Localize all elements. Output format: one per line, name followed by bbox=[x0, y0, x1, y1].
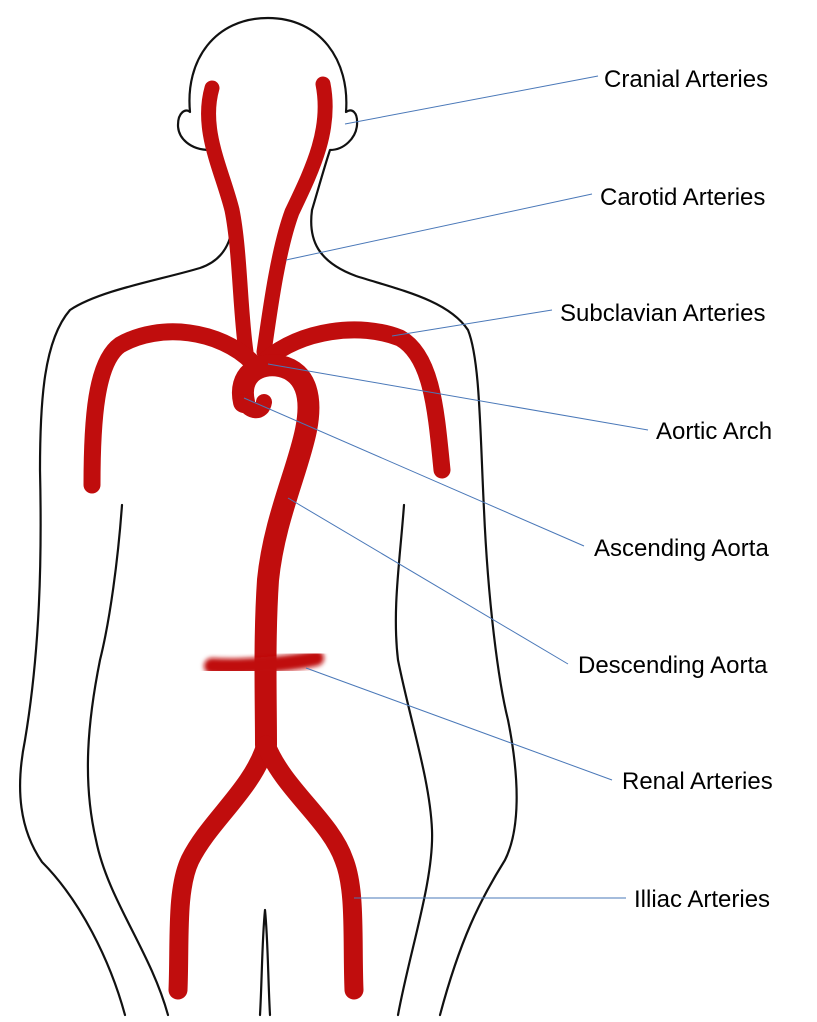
leader-descending-aorta bbox=[288, 498, 568, 664]
body-outline bbox=[20, 18, 517, 1015]
ascending-aorta bbox=[244, 402, 264, 410]
leader-subclavian bbox=[392, 310, 552, 336]
label-renal-arteries: Renal Arteries bbox=[622, 768, 773, 795]
label-carotid-arteries: Carotid Arteries bbox=[600, 184, 765, 211]
renal-arteries bbox=[212, 658, 316, 667]
arteries bbox=[92, 84, 442, 990]
iliac-artery-left bbox=[178, 745, 266, 990]
label-descending-aorta: Descending Aorta bbox=[578, 652, 768, 679]
subclavian-artery-left bbox=[92, 332, 252, 485]
left-inner-arm-line bbox=[396, 505, 432, 1015]
label-subclavian-arteries: Subclavian Arteries bbox=[560, 300, 765, 327]
right-inner-arm-line bbox=[88, 505, 168, 1015]
iliac-artery-right bbox=[266, 745, 354, 990]
leader-cranial bbox=[345, 76, 598, 124]
label-cranial-arteries: Cranial Arteries bbox=[604, 66, 768, 93]
cranial-carotid-artery-right bbox=[264, 84, 325, 352]
body-outer-contour bbox=[20, 18, 517, 1015]
leader-renal bbox=[306, 668, 612, 780]
leader-aortic-arch bbox=[268, 364, 648, 430]
label-aortic-arch: Aortic Arch bbox=[656, 418, 772, 445]
leader-carotid bbox=[286, 194, 592, 260]
groin-line bbox=[260, 910, 270, 1015]
labels: Cranial Arteries Carotid Arteries Subcla… bbox=[560, 66, 773, 913]
label-ascending-aorta: Ascending Aorta bbox=[594, 535, 769, 562]
cranial-carotid-artery-left bbox=[209, 88, 246, 352]
label-illiac-arteries: Illiac Arteries bbox=[634, 886, 770, 913]
